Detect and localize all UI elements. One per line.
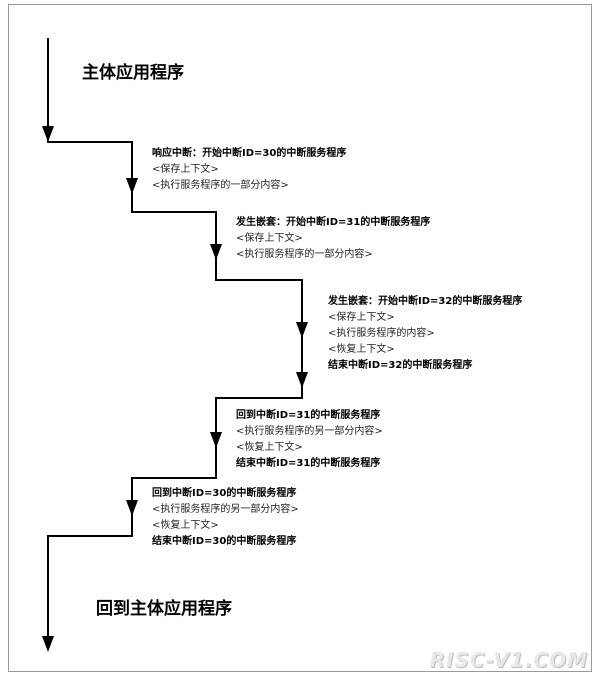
arrowhead: [296, 322, 308, 338]
block-line: <恢复上下文>: [236, 442, 303, 453]
block-line: <恢复上下文>: [328, 344, 395, 355]
arrowhead: [126, 178, 138, 194]
block-line: <执行服务程序的一部分内容>: [152, 180, 289, 191]
block-heading: 回到中断ID=31的中断服务程序: [236, 410, 381, 421]
isr32-block: 发生嵌套：开始中断ID=32的中断服务程序 <保存上下文> <执行服务程序的内容…: [328, 294, 522, 374]
block-line: <执行服务程序的另一部分内容>: [152, 504, 299, 515]
block-heading: 发生嵌套：开始中断ID=31的中断服务程序: [236, 217, 431, 228]
diagram-frame: [8, 4, 592, 672]
block-line: <保存上下文>: [328, 312, 395, 323]
isr31-return-block: 回到中断ID=31的中断服务程序 <执行服务程序的另一部分内容> <恢复上下文>…: [236, 408, 383, 472]
block-end: 结束中断ID=32的中断服务程序: [328, 360, 473, 371]
main-program-title: 主体应用程序: [82, 63, 184, 83]
block-line: <执行服务程序的内容>: [328, 328, 435, 339]
arrowhead: [210, 432, 222, 448]
block-line: <执行服务程序的另一部分内容>: [236, 426, 383, 437]
isr30-return-block: 回到中断ID=30的中断服务程序 <执行服务程序的另一部分内容> <恢复上下文>…: [152, 486, 299, 550]
ascent-line: [47, 388, 303, 642]
arrowhead: [42, 126, 54, 142]
return-main-title: 回到主体应用程序: [96, 599, 232, 619]
block-line: <保存上下文>: [152, 164, 219, 175]
block-line: <保存上下文>: [236, 233, 303, 244]
watermark: RISC-V1.COM: [429, 648, 588, 672]
arrowhead: [296, 372, 308, 388]
block-heading: 发生嵌套：开始中断ID=32的中断服务程序: [328, 296, 523, 307]
block-line: <执行服务程序的一部分内容>: [236, 249, 373, 260]
block-end: 结束中断ID=31的中断服务程序: [236, 458, 381, 469]
arrowhead: [126, 500, 138, 516]
block-heading: 回到中断ID=30的中断服务程序: [152, 488, 297, 499]
isr30-start-block: 响应中断：开始中断ID=30的中断服务程序 <保存上下文> <执行服务程序的一部…: [152, 146, 346, 194]
block-heading: 响应中断：开始中断ID=30的中断服务程序: [152, 148, 347, 159]
block-line: <恢复上下文>: [152, 520, 219, 531]
arrowhead: [42, 636, 54, 652]
block-end: 结束中断ID=30的中断服务程序: [152, 536, 297, 547]
isr31-start-block: 发生嵌套：开始中断ID=31的中断服务程序 <保存上下文> <执行服务程序的一部…: [236, 215, 430, 263]
descent-line: [47, 38, 303, 388]
arrowhead: [210, 244, 222, 260]
